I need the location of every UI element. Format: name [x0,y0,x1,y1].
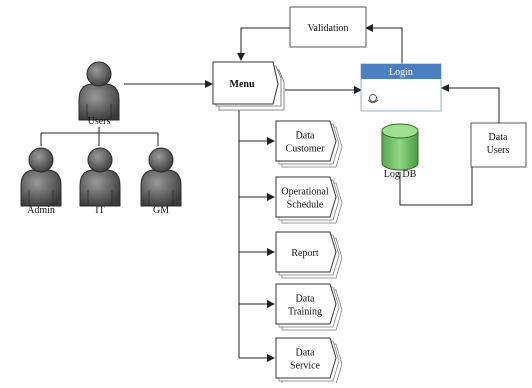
users-person-icon [78,61,120,121]
actor-admin-label: Admin [27,205,55,216]
validation-to-menu-arrow [237,27,290,61]
actor-it-label: IT [95,205,104,216]
login-to-validation-arrow [365,24,403,64]
data-users-to-logdb-line [399,167,473,206]
log-db-cylinder: Log DB [381,123,419,180]
login-cursor-icon [367,94,379,103]
actor-gm-label: GM [153,205,169,216]
menu-label: Menu [230,79,255,90]
module-1-label-line-2: Customer [286,144,326,155]
module-4-label-line-2: Training [288,307,322,318]
module-2-label-line-1: Operational [281,187,328,198]
module-5-label-line-1: Data [296,348,315,359]
login-title: Login [389,67,413,78]
it-person-icon [79,147,121,207]
module-3-label-line-1: Report [291,248,318,259]
log-db-label: Log DB [384,169,417,180]
admin-person-icon [20,147,62,207]
module-2-label-line-2: Schedule [287,200,324,211]
actor-icons [20,61,182,207]
module-list: DataCustomerOperationalScheduleReportDat… [275,120,343,385]
module-5-label-line-2: Service [290,361,321,372]
data-users-label-line-1: Data [489,132,508,143]
connectors [40,24,500,362]
validation-box: Validation [289,6,367,48]
module-1-label-line-1: Data [296,131,315,142]
module-4-label-line-1: Data [296,294,315,305]
data-users-label-line-2: Users [487,145,510,156]
data-users-box: Data Users [470,122,527,168]
gm-person-icon [140,147,182,207]
data-users-to-login-arrow [441,84,500,123]
login-window: Login [360,63,442,112]
validation-label: Validation [307,23,348,34]
menu-box: Menu [212,61,285,111]
module-box-3: Report [275,231,343,279]
login-title-bar [361,64,441,79]
actor-users-label: Users [88,116,111,127]
